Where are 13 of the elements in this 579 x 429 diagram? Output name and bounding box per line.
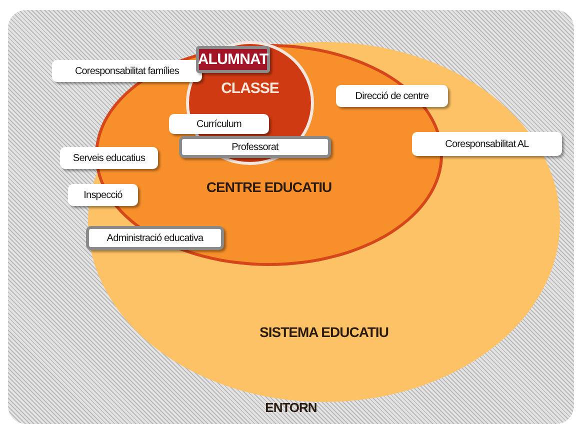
label-box: Currículum	[169, 114, 269, 134]
label-box: Administració educativa	[86, 226, 224, 250]
label-box: Serveis educatius	[60, 147, 158, 169]
label-box: Coresponsabilitat AL	[412, 132, 562, 156]
label-box: Professorat	[179, 136, 331, 158]
region-title: CLASSE	[221, 80, 279, 97]
region-title: CENTRE EDUCATIU	[206, 179, 332, 195]
region-title: ENTORN	[265, 400, 317, 415]
region-title: SISTEMA EDUCATIU	[260, 324, 388, 340]
label-box: Inspecció	[68, 184, 138, 206]
label-box: Direcció de centre	[336, 85, 448, 107]
heading-tab: ALUMNAT	[196, 46, 270, 73]
environment-panel	[8, 10, 574, 424]
